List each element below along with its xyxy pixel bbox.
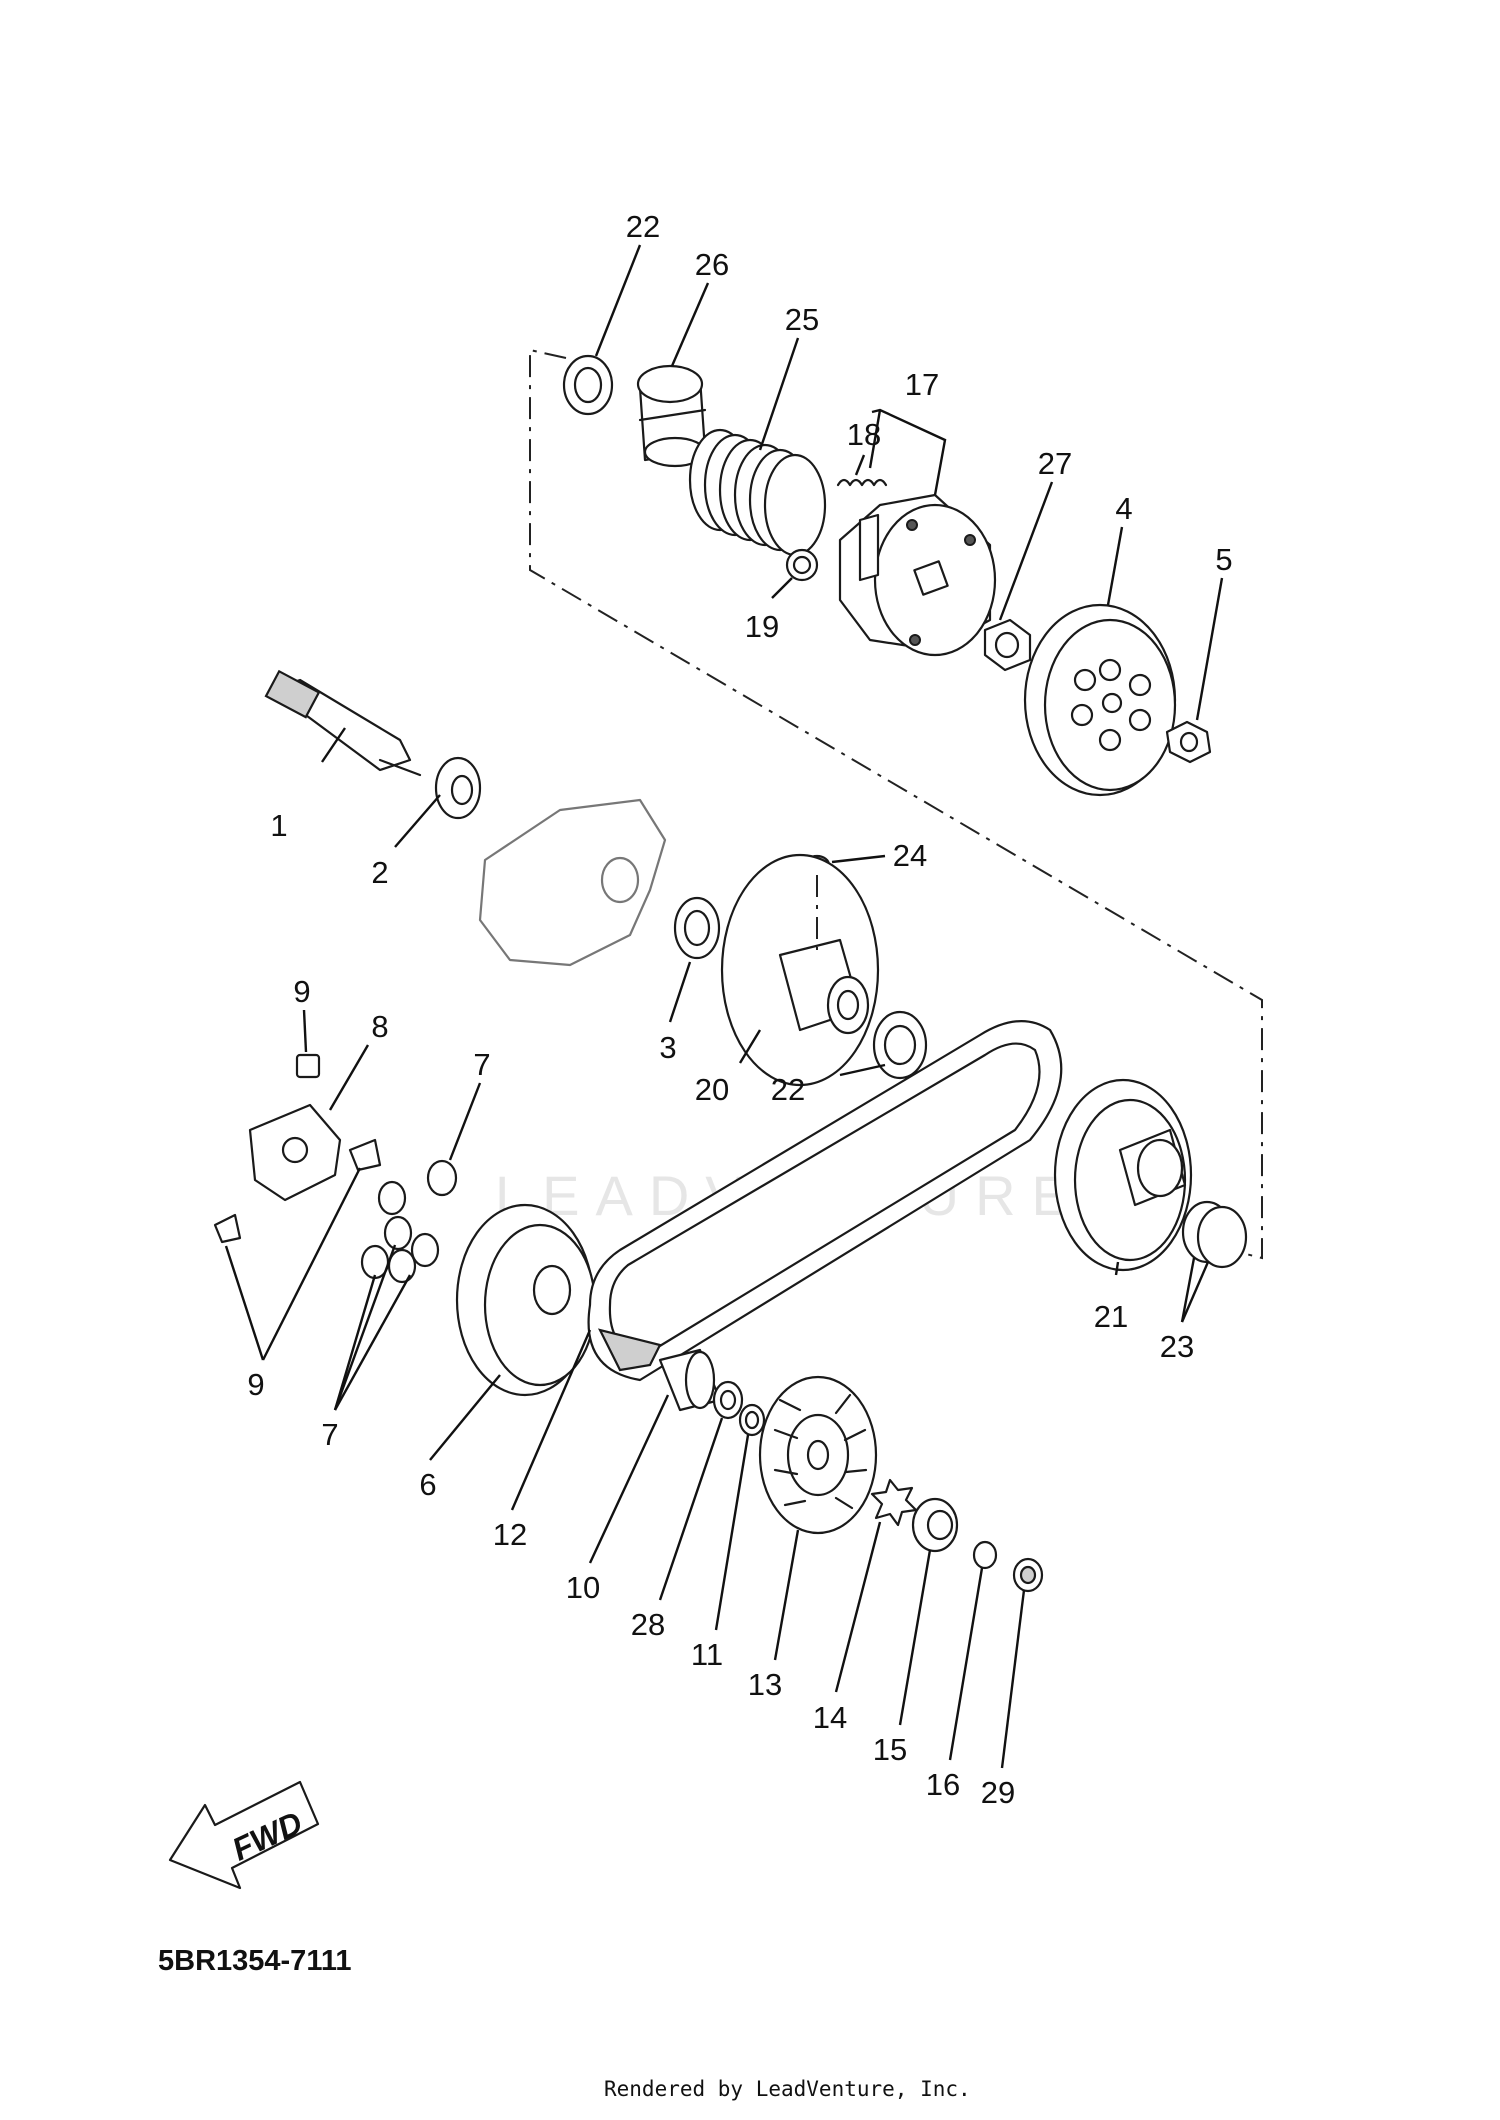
part-22-oil-seal-lower <box>872 1010 928 1080</box>
part-27-nut <box>983 618 1032 672</box>
part-14-plate <box>870 1478 918 1527</box>
part-15-sheave-cap <box>911 1497 959 1553</box>
part-1-primary-shaft <box>264 669 422 777</box>
callout-21: 21 <box>1094 1299 1128 1334</box>
part-22-oil-seal-upper <box>562 354 614 416</box>
callout-27: 27 <box>1038 446 1072 481</box>
part-26-collar <box>636 364 707 468</box>
callout-7-top: 7 <box>473 1047 490 1082</box>
part-28-washer <box>712 1380 744 1420</box>
part-13-fan-sheave <box>758 1375 878 1535</box>
crankcase-outline <box>478 798 667 967</box>
part-23-o-rings <box>1181 1200 1248 1269</box>
diagram-code: 5BR1354-7111 <box>158 1945 352 1977</box>
part-18-clutch-spring <box>836 478 888 487</box>
part-16-washer <box>972 1540 998 1570</box>
callout-24: 24 <box>893 838 927 873</box>
part-21-secondary-sheave <box>1053 1078 1193 1272</box>
callout-10: 10 <box>566 1570 600 1605</box>
callout-3: 3 <box>659 1030 676 1065</box>
part-10-collar <box>658 1348 722 1412</box>
part-17-clutch-carrier <box>838 493 997 657</box>
callout-17: 17 <box>905 367 939 402</box>
part-8-cam <box>248 1103 342 1202</box>
fwd-arrow-icon: FWD <box>168 1780 320 1890</box>
callout-16: 16 <box>926 1767 960 1802</box>
callout-14: 14 <box>813 1700 847 1735</box>
part-29-nut <box>1012 1557 1044 1593</box>
callout-9-top: 9 <box>293 974 310 1009</box>
render-footer: Rendered by LeadVenture, Inc. <box>604 2077 971 2101</box>
callout-11: 11 <box>691 1637 723 1672</box>
part-25-compression-spring <box>688 428 827 557</box>
callout-29: 29 <box>981 1775 1015 1810</box>
part-2-bearing <box>434 756 482 820</box>
callout-28: 28 <box>631 1607 665 1642</box>
callout-2: 2 <box>371 855 388 890</box>
callout-4: 4 <box>1115 491 1132 526</box>
callout-6: 6 <box>419 1467 436 1502</box>
part-12-v-belt <box>587 1020 1063 1382</box>
callout-12: 12 <box>493 1517 527 1552</box>
part-20-sliding-sheave <box>720 853 880 1087</box>
part-11-washer <box>738 1403 766 1437</box>
callout-7-bottom: 7 <box>321 1417 338 1452</box>
callout-20: 20 <box>695 1072 729 1107</box>
part-3-oil-seal <box>673 896 721 960</box>
leader-lines <box>224 244 1224 1769</box>
callout-8: 8 <box>371 1009 388 1044</box>
callout-22: 22 <box>626 209 660 244</box>
part-6-primary-sheave <box>455 1203 597 1397</box>
assembly-boundary <box>529 348 1263 1260</box>
callout-23: 23 <box>1160 1329 1194 1364</box>
part-5-nut <box>1165 720 1212 764</box>
part-4-clutch-housing <box>1023 603 1177 797</box>
callout-19: 19 <box>745 609 779 644</box>
callout-15: 15 <box>873 1732 907 1767</box>
part-9-slider <box>213 1053 382 1244</box>
callout-9-bottom: 9 <box>247 1367 264 1402</box>
callout-18: 18 <box>847 417 881 452</box>
part-7-weight-rollers <box>360 1159 458 1284</box>
callout-5: 5 <box>1215 542 1232 577</box>
callout-26: 26 <box>695 247 729 282</box>
callout-1: 1 <box>270 808 287 843</box>
callout-13: 13 <box>748 1667 782 1702</box>
callout-25: 25 <box>785 302 819 337</box>
callout-22-lower: 22 <box>771 1072 805 1107</box>
part-19-ring <box>785 548 819 582</box>
